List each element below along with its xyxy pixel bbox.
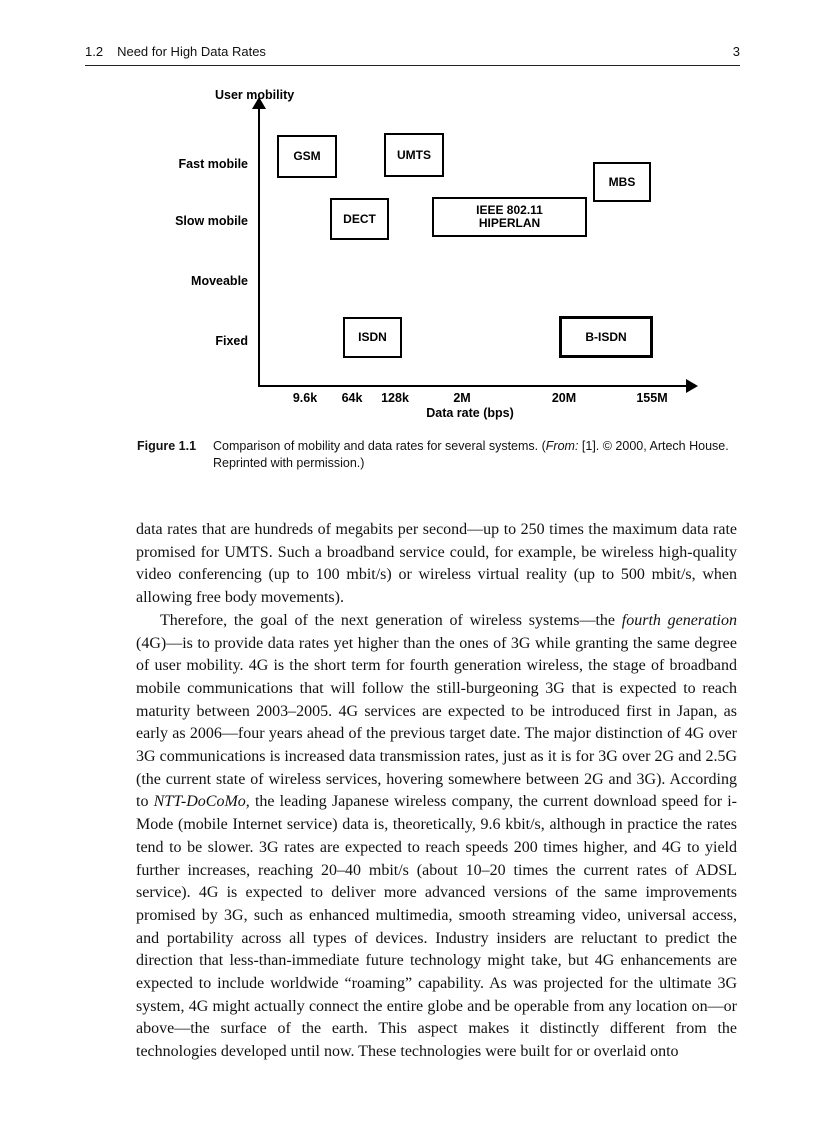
x-tick-155m: 155M [636,391,668,405]
y-category-moveable: Moveable [191,274,248,288]
x-tick-9-6k: 9.6k [292,391,318,405]
system-box-mbs: MBS [593,162,651,202]
system-box-dect: DECT [330,198,389,240]
y-category-fast-mobile: Fast mobile [178,157,248,171]
body-text: data rates that are hundreds of megabits… [136,519,737,1064]
x-axis-line [258,385,688,387]
x-tick-64k: 64k [341,391,363,405]
system-box-ieee-80211-hiperlan: IEEE 802.11 HIPERLAN [432,197,587,237]
x-tick-128k: 128k [381,391,409,405]
running-head-left: 1.2 Need for High Data Rates [85,44,266,59]
system-box-umts: UMTS [384,133,444,177]
x-axis-arrowhead [686,379,698,393]
x-axis-label: Data rate (bps) [426,406,514,420]
paragraph-1: data rates that are hundreds of megabits… [136,521,737,607]
figure-caption-label: Figure 1.1 [137,439,197,453]
y-axis-arrowhead [252,97,266,109]
figure-1-1: User mobility Fast mobile Slow mobile Mo… [85,88,725,423]
system-box-b-isdn: B-ISDN [560,317,652,357]
system-box-isdn: ISDN [343,317,402,358]
running-head: 1.2 Need for High Data Rates 3 [85,44,740,66]
section-title: Need for High Data Rates [117,44,266,59]
y-category-fixed: Fixed [215,334,248,348]
section-number: 1.2 [85,44,104,59]
system-box-gsm: GSM [277,135,337,178]
figure-caption-text: Comparison of mobility and data rates fo… [213,439,729,470]
figure-caption: Figure 1.1 Comparison of mobility and da… [137,438,737,472]
y-axis-label: User mobility [215,88,295,102]
y-category-slow-mobile: Slow mobile [175,214,248,228]
y-axis-line [258,108,260,387]
paragraph-2: Therefore, the goal of the next generati… [136,611,738,1061]
x-tick-2m: 2M [453,391,471,405]
x-tick-20m: 20M [551,391,577,405]
page-number: 3 [732,44,740,59]
